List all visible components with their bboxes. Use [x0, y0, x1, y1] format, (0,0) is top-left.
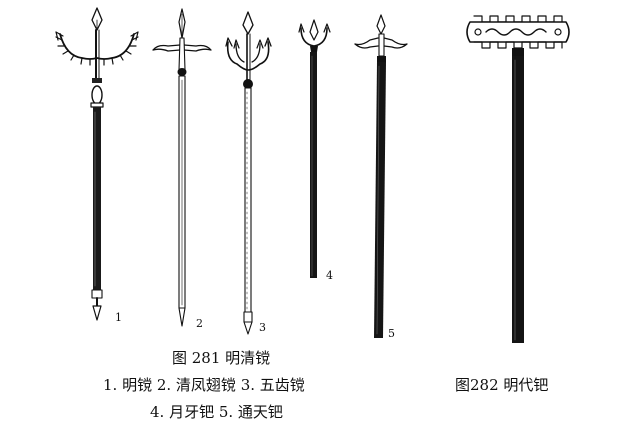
figure-281-title: 图 281 明清镋	[172, 349, 271, 367]
figure-281-legend-line-2: 4. 月牙钯 5. 通天钯	[150, 403, 283, 421]
weapon-label-3: 3	[259, 321, 266, 334]
figure-281-legend-line-1: 1. 明镋 2. 清凤翅镋 3. 五齿镋	[103, 376, 305, 394]
weapon-label-2: 2	[196, 317, 203, 330]
ming-rake	[466, 15, 570, 343]
weapon-label-5: 5	[388, 327, 395, 340]
weapon-label-4: 4	[326, 269, 333, 282]
weapon-5-tongtian-ba	[354, 14, 408, 338]
weapon-3-wuchi-tang	[225, 11, 272, 335]
weapon-2-qing-fengchi-tang	[152, 8, 212, 327]
weapon-1-ming-tang	[55, 7, 139, 321]
weapon-label-1: 1	[115, 311, 122, 324]
weapon-4-yueya-ba	[298, 19, 331, 278]
figure-282-title: 图282 明代钯	[455, 376, 549, 394]
